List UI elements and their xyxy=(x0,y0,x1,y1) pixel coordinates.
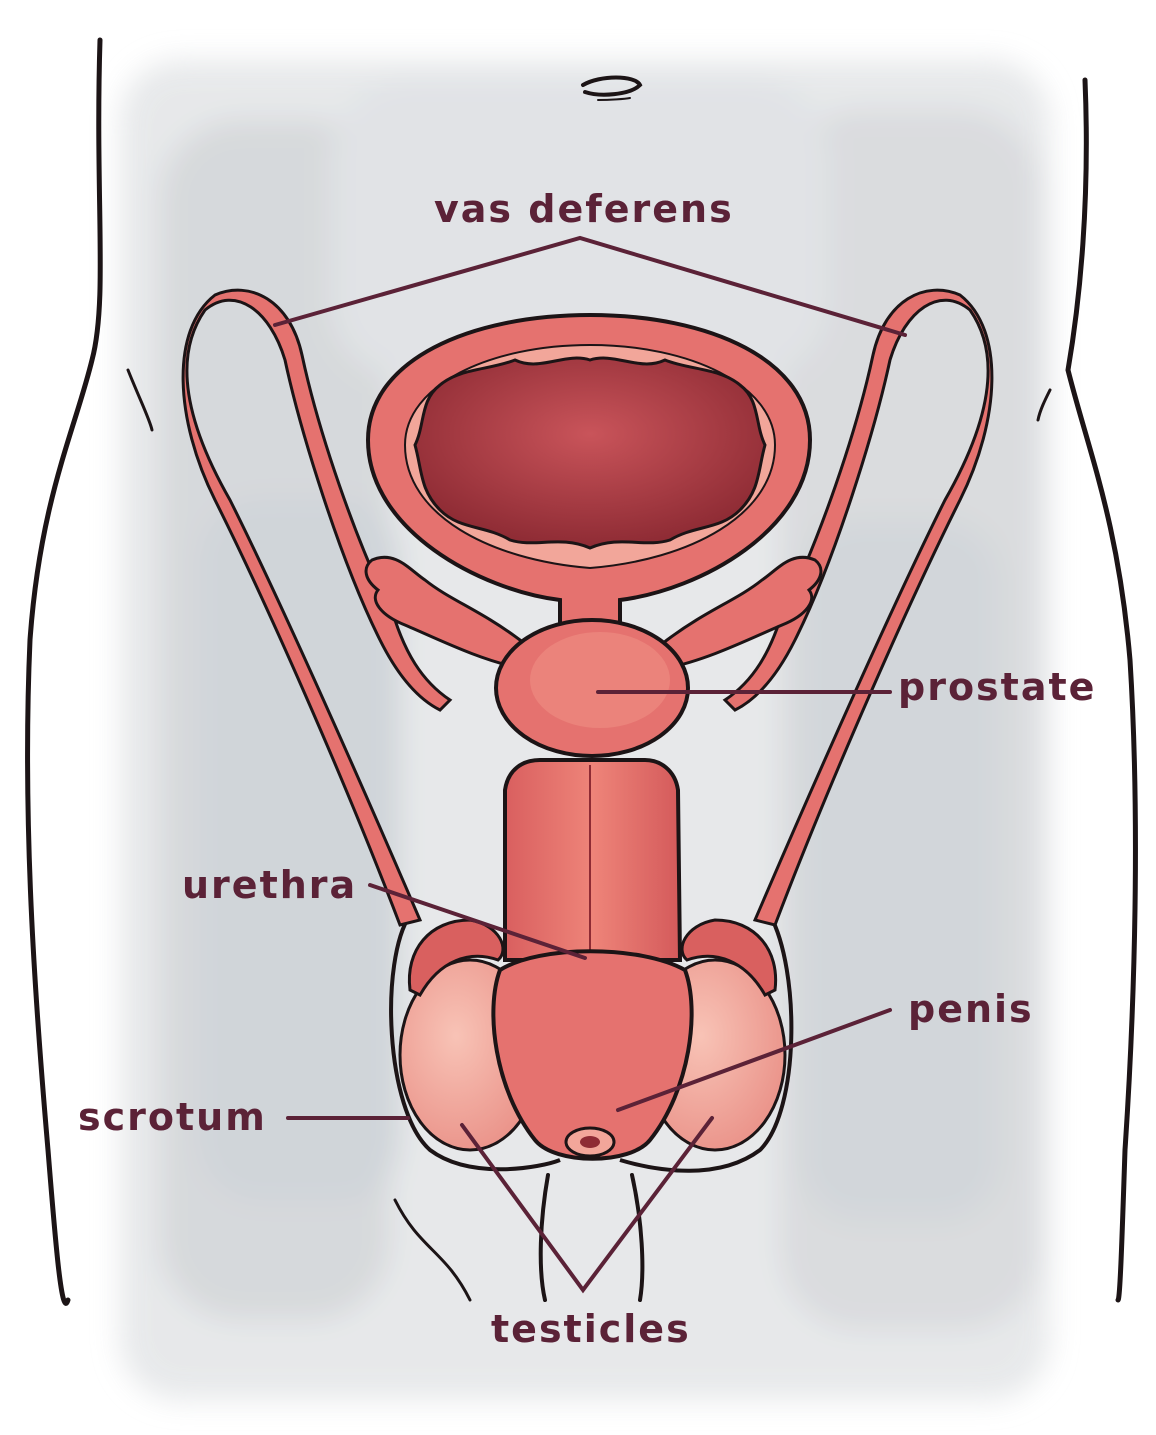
prostate-gland xyxy=(496,620,688,756)
penis-shaft xyxy=(505,760,680,960)
label-penis: penis xyxy=(908,990,1034,1028)
label-testicles: testicles xyxy=(491,1310,691,1348)
label-vas-deferens: vas deferens xyxy=(434,190,734,228)
label-prostate: prostate xyxy=(898,668,1096,706)
penis-organ xyxy=(493,760,691,1159)
label-urethra: urethra xyxy=(182,866,357,904)
label-scrotum: scrotum xyxy=(78,1098,267,1136)
